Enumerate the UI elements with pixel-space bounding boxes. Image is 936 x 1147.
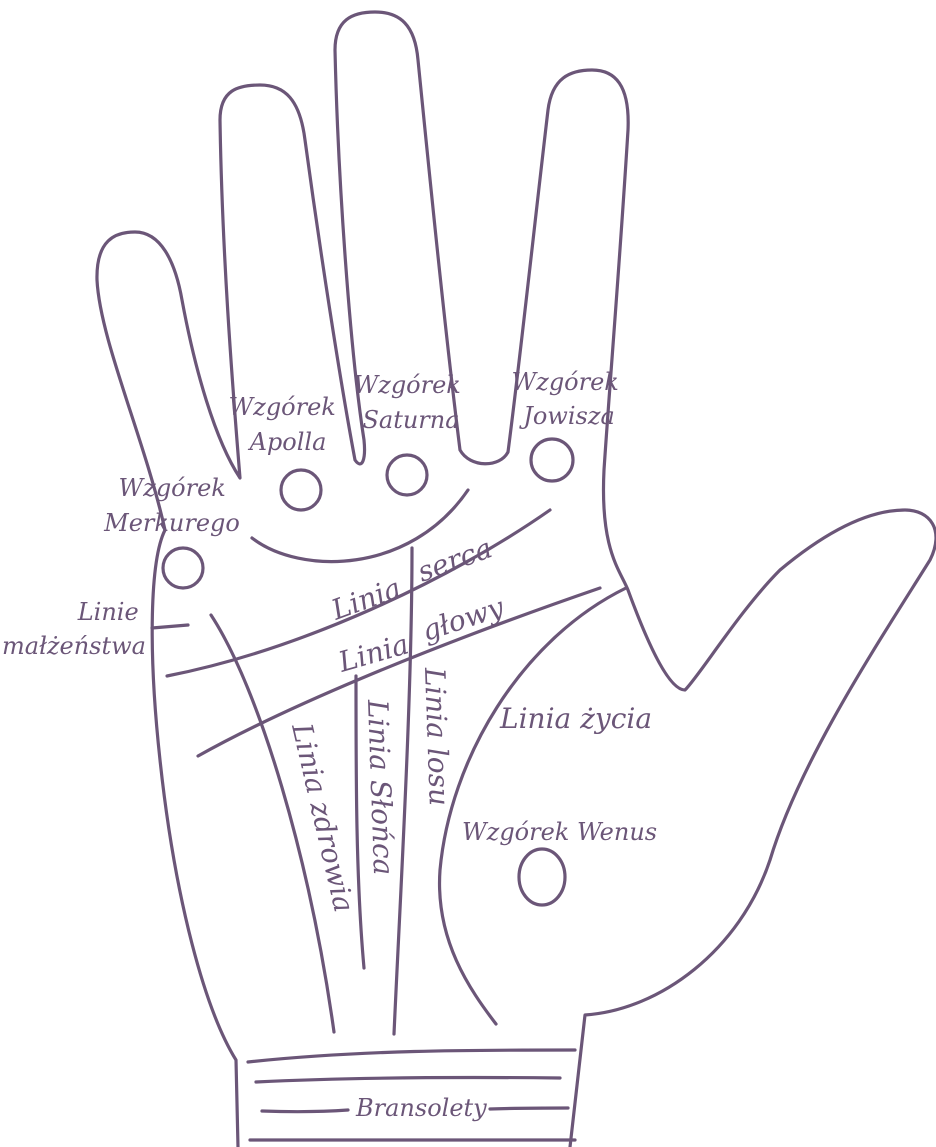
mount-jupiter-label-line2: Jowisza [518, 402, 615, 430]
mount-saturn-label-line1: Wzgórek [354, 371, 461, 399]
bracelet-line-1 [256, 1077, 560, 1082]
head-line-label-part1: Linia [334, 627, 413, 679]
heart-line-label-part2: serca [413, 531, 496, 588]
bracelets-label: Bransolety [355, 1094, 487, 1122]
mount-saturn-label: Wzgórek Saturna [354, 371, 469, 434]
mount-mercury-label-line1: Wzgórek [119, 474, 226, 502]
marriage-lines-label: Linie małżeństwa [2, 598, 146, 660]
wrist-upper-line [248, 1050, 575, 1062]
mount-apollo-label-line2: Apolla [248, 428, 327, 456]
bracelet-line-2b [490, 1108, 568, 1109]
mount-jupiter-circle [531, 439, 573, 481]
marriage-line [152, 625, 188, 628]
mount-venus-label: Wzgórek Wenus [462, 818, 657, 846]
health-line-label: Linia zdrowia [285, 719, 361, 915]
marriage-lines-label-line2: małżeństwa [2, 632, 146, 660]
mount-apollo-label: Wzgórek Apolla [229, 393, 344, 456]
heart-line-label-part1: Linia [326, 571, 405, 627]
marriage-lines-label-line1: Linie [77, 598, 139, 626]
mount-venus-circle [519, 849, 565, 905]
mount-mercury-label: Wzgórek Merkurego [103, 474, 240, 537]
life-line-label: Linia życia [499, 702, 652, 735]
mount-apollo-circle [281, 470, 321, 510]
mount-mercury-label-line2: Merkurego [103, 509, 240, 537]
life-line [440, 588, 626, 1024]
mount-saturn-circle [387, 455, 427, 495]
sun-line-label: Linia Słońca [361, 698, 400, 876]
bracelet-line-2a [262, 1110, 348, 1112]
bracelet-line-3 [250, 1139, 575, 1140]
fate-line-label: Linia losu [418, 666, 456, 806]
mount-jupiter-label-line1: Wzgórek [512, 368, 619, 396]
mount-saturn-label-line2: Saturna [362, 406, 459, 434]
mount-apollo-label-line1: Wzgórek [229, 393, 336, 421]
hand-outline [97, 12, 936, 1147]
mount-mercury-circle [163, 548, 203, 588]
